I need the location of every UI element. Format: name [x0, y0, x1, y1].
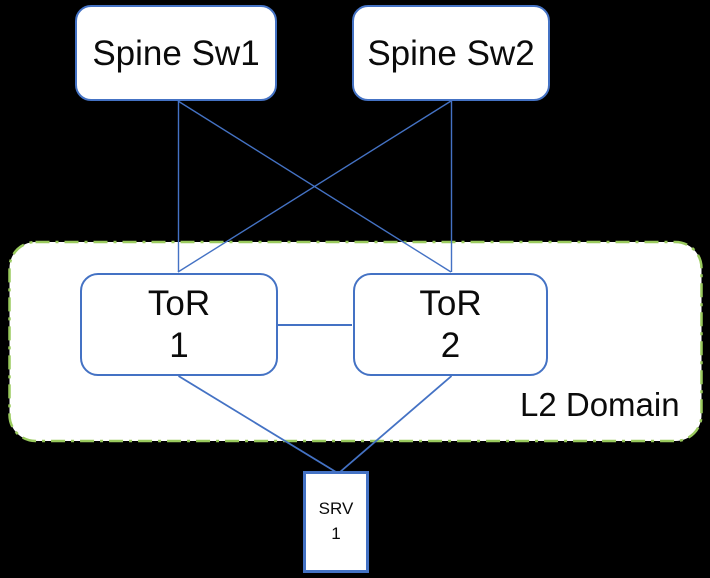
- tor-1-node: ToR 1: [80, 273, 278, 376]
- tor-1-label-line2: 1: [169, 325, 189, 365]
- tor-2-label-line1: ToR: [419, 283, 482, 323]
- tor-2-node: ToR 2: [353, 273, 548, 376]
- edge-spine2-tor1: [177, 100, 452, 273]
- edge-tor2-srv1: [339, 375, 453, 473]
- spine-sw2-label: Spine Sw2: [367, 33, 535, 73]
- spine-sw1-label: Spine Sw1: [92, 33, 260, 73]
- edge-tor1-srv1: [178, 375, 337, 473]
- srv-1-node: SRV 1: [303, 471, 369, 573]
- tor-2-label-line2: 2: [440, 325, 461, 365]
- srv-1-label-line2: 1: [331, 524, 341, 543]
- srv-1-label-line1: SRV: [318, 499, 354, 519]
- spine-sw1-node: Spine Sw1: [75, 5, 277, 101]
- tor-1-label-line1: ToR: [147, 283, 211, 323]
- spine-sw2-node: Spine Sw2: [352, 5, 550, 101]
- l2-domain-label: L2 Domain: [520, 386, 680, 423]
